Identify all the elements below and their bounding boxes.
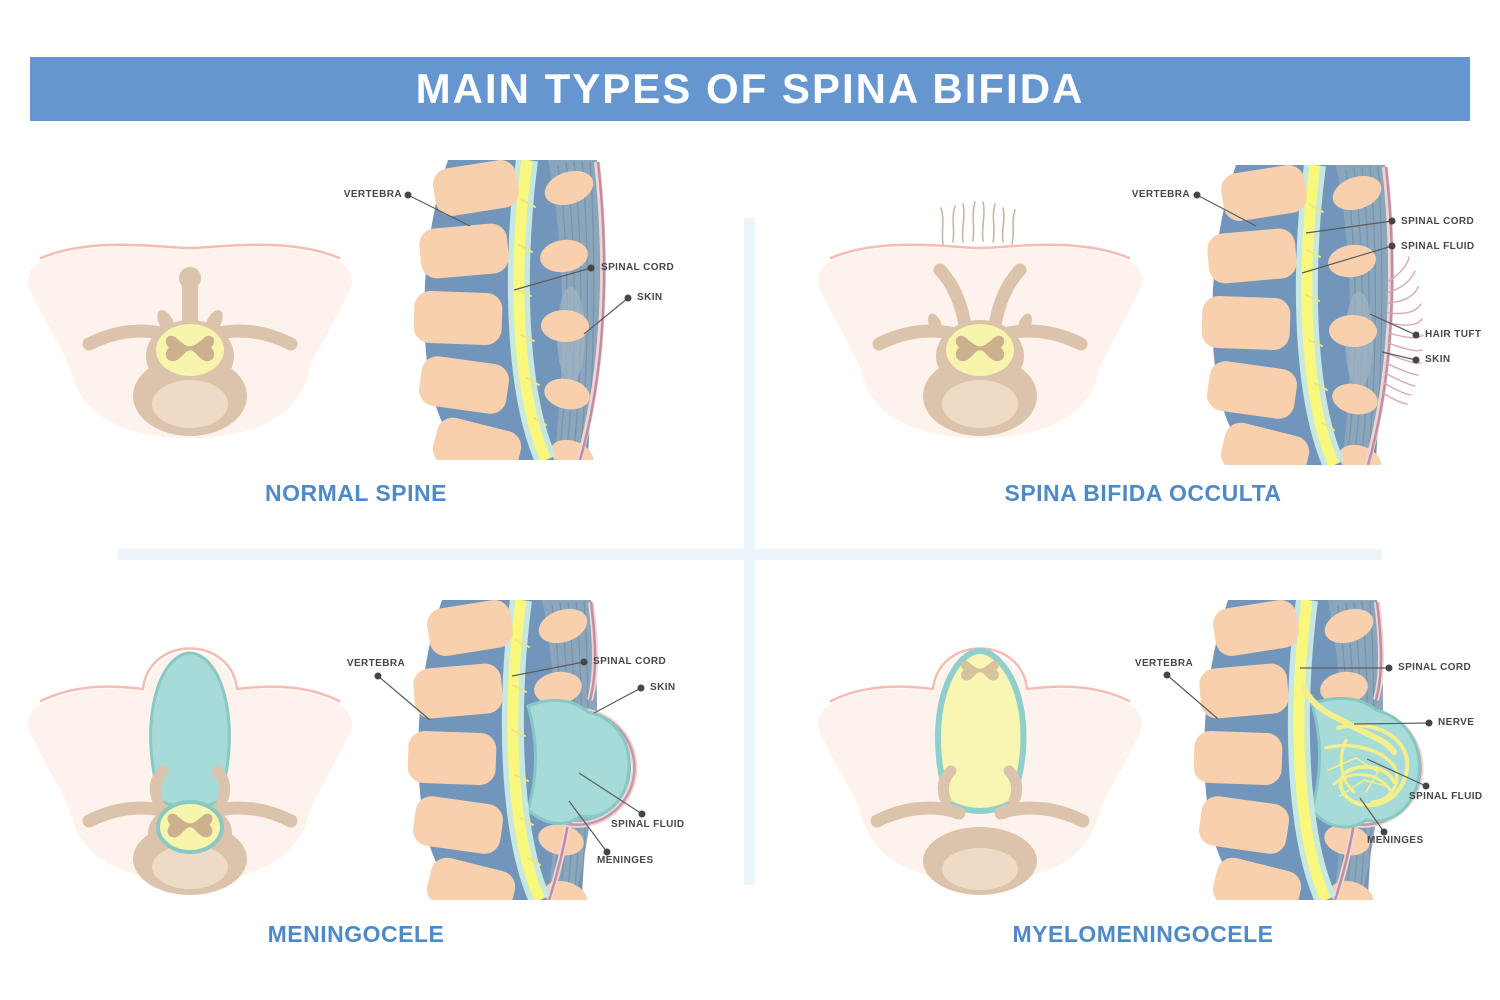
hair-tuft xyxy=(1382,256,1424,405)
skin-outline xyxy=(829,243,1131,260)
gray-matter xyxy=(955,335,1005,362)
label-skin: SKIN xyxy=(650,682,676,693)
page-title: MAIN TYPES OF SPINA BIFIDA xyxy=(415,65,1085,112)
label-spinal-cord: SPINAL CORD xyxy=(1401,216,1475,227)
label-nerve: NERVE xyxy=(1438,717,1475,728)
spinous-process xyxy=(157,267,223,334)
meningocele-sac xyxy=(149,651,231,810)
label-skin: SKIN xyxy=(1425,354,1451,365)
caption-spina-bifida-occulta: SPINA BIFIDA OCCULTA xyxy=(1004,480,1282,506)
transverse-processes xyxy=(82,324,298,351)
label-vertebra: VERTEBRA xyxy=(343,189,402,200)
label-vertebra: VERTEBRA xyxy=(1131,189,1190,200)
label-vertebra: VERTEBRA xyxy=(346,658,406,669)
occulta-spine-side-view-illustration xyxy=(1201,165,1424,465)
gray-matter xyxy=(167,813,213,838)
myelomeningocele-sac xyxy=(934,648,1027,814)
vertebra-bodies xyxy=(1193,600,1302,900)
open-arch-horns xyxy=(149,765,231,807)
spinal-cord xyxy=(513,160,552,460)
hair-tuft xyxy=(940,201,1016,245)
spinal-cord xyxy=(1301,165,1340,465)
caption-normal-spine: NORMAL SPINE xyxy=(265,480,447,506)
label-spinal-fluid: SPINAL FLUID xyxy=(1401,241,1475,252)
label-spinal-cord: SPINAL CORD xyxy=(1398,662,1472,673)
caption-meningocele: MENINGOCELE xyxy=(267,921,445,947)
label-skin: SKIN xyxy=(637,292,663,303)
vertebra-bodies xyxy=(1201,165,1310,465)
meningocele-cross-section-illustration xyxy=(27,647,353,895)
spinous-processes xyxy=(540,170,594,460)
spinal-cord xyxy=(1293,600,1332,900)
label-spinal-cord: SPINAL CORD xyxy=(593,656,667,667)
label-spinal-fluid: SPINAL FLUID xyxy=(1409,791,1483,802)
vertebra-bodies xyxy=(407,600,516,900)
skin-outline xyxy=(39,647,341,703)
transverse-processes xyxy=(870,801,1090,828)
myelomeningocele-spine-side-view-illustration xyxy=(1193,600,1424,900)
title-banner: MAIN TYPES OF SPINA BIFIDA xyxy=(30,57,1470,121)
label-spinal-fluid: SPINAL FLUID xyxy=(611,819,685,830)
normal-spine-side-view-illustration xyxy=(413,160,607,460)
open-arch-horns xyxy=(937,765,1023,807)
occulta-cross-section-illustration xyxy=(817,201,1143,438)
bifid-spinous-horns xyxy=(933,263,1027,331)
label-meninges: MENINGES xyxy=(597,855,654,866)
spinous-processes xyxy=(1320,608,1374,900)
spinal-cord xyxy=(507,600,546,900)
normal-spine-cross-section-illustration xyxy=(27,243,353,438)
gray-matter xyxy=(165,335,215,362)
label-hair-tuft: HAIR TUFT xyxy=(1425,329,1482,340)
meningocele-sac xyxy=(526,698,631,826)
vertebra-bodies xyxy=(413,160,522,460)
caption-myelomeningocele: MYELOMENINGOCELE xyxy=(1012,921,1274,947)
skin-outline xyxy=(39,243,341,260)
label-spinal-cord: SPINAL CORD xyxy=(601,262,675,273)
label-meninges: MENINGES xyxy=(1367,835,1424,846)
transverse-processes xyxy=(872,324,1088,351)
myelomeningocele-cross-section-illustration xyxy=(817,647,1143,895)
myelomeningocele-sac xyxy=(1310,696,1421,829)
divider-horizontal xyxy=(118,549,1382,560)
exposed-cord xyxy=(960,660,1000,681)
label-vertebra: VERTEBRA xyxy=(1134,658,1194,669)
